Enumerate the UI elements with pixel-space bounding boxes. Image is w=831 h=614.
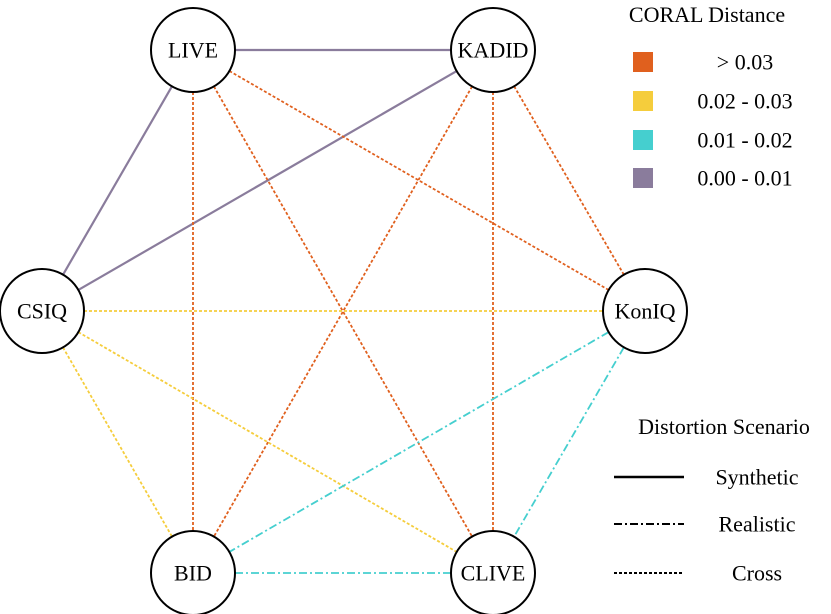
legend-label-002-003: 0.02 - 0.03 bbox=[697, 89, 792, 114]
edge-live-csiq bbox=[62, 85, 173, 276]
node-kadid-label: KADID bbox=[458, 38, 529, 63]
node-koniq: KonIQ bbox=[602, 268, 688, 354]
nodes-layer: LIVE KADID CSIQ KonIQ BID CLIVE bbox=[0, 7, 688, 614]
legend-label-000-001: 0.00 - 0.01 bbox=[697, 166, 792, 191]
legend-coral-distance: CORAL Distance > 0.03 0.02 - 0.03 0.01 -… bbox=[629, 2, 793, 191]
node-clive-circle bbox=[450, 530, 536, 614]
legend-swatch-gt003 bbox=[633, 52, 653, 72]
node-kadid: KADID bbox=[450, 7, 536, 93]
node-live-label: LIVE bbox=[168, 38, 218, 63]
legend-swatch-001-002 bbox=[633, 130, 653, 150]
edge-koniq-clive bbox=[513, 346, 625, 538]
edge-live-koniq bbox=[228, 70, 610, 291]
edge-kadid-csiq bbox=[77, 70, 458, 291]
node-bid-circle bbox=[150, 530, 236, 614]
edge-kadid-koniq bbox=[513, 85, 625, 276]
legend-label-synthetic: Synthetic bbox=[715, 465, 798, 490]
legend-label-cross: Cross bbox=[732, 561, 782, 586]
legend-swatch-000-001 bbox=[633, 168, 653, 188]
node-bid: BID bbox=[150, 530, 236, 614]
edge-live-clive bbox=[213, 85, 473, 538]
node-kadid-circle bbox=[450, 7, 536, 93]
edge-csiq-bid bbox=[62, 346, 173, 538]
node-live-circle bbox=[150, 7, 236, 93]
node-clive-label: CLIVE bbox=[461, 561, 526, 586]
node-koniq-label: KonIQ bbox=[614, 299, 675, 324]
legend-label-realistic: Realistic bbox=[719, 512, 796, 537]
legend-swatch-002-003 bbox=[633, 91, 653, 111]
node-csiq: CSIQ bbox=[0, 268, 85, 354]
edge-koniq-bid bbox=[228, 331, 610, 553]
node-bid-label: BID bbox=[174, 561, 212, 586]
edges-layer bbox=[62, 48, 625, 574]
legend-distortion-scenario: Distortion Scenario Synthetic Realistic … bbox=[614, 414, 810, 586]
node-live: LIVE bbox=[150, 7, 236, 93]
legend-label-gt003: > 0.03 bbox=[717, 50, 773, 75]
legend-label-001-002: 0.01 - 0.02 bbox=[697, 128, 792, 153]
legend-coral-title: CORAL Distance bbox=[629, 2, 785, 27]
node-koniq-circle bbox=[602, 268, 688, 354]
legend-scenario-title: Distortion Scenario bbox=[638, 414, 810, 439]
node-csiq-label: CSIQ bbox=[17, 299, 67, 324]
node-csiq-circle bbox=[0, 268, 85, 354]
node-clive: CLIVE bbox=[450, 530, 536, 614]
edge-csiq-clive bbox=[77, 331, 458, 553]
edge-kadid-bid bbox=[213, 85, 473, 538]
